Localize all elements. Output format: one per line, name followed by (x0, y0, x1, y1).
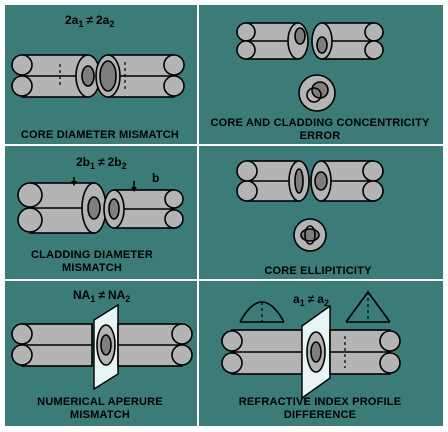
eq-numerical-aperture: NA1≠NA2 (73, 288, 130, 304)
concentricity-fibers (236, 22, 384, 112)
caption-ellipticity: CORE ELLIPITICITY (264, 265, 372, 277)
na-fibers (11, 303, 193, 391)
core-diameter-fibers (11, 54, 185, 98)
eq-core-diameter: 2a1≠2a2 (65, 13, 114, 29)
cladding-fibers (17, 177, 184, 234)
caption-refractive-line1: REFRACTIVE INDEX PROFILE (239, 396, 401, 408)
caption-cladding-line2: MISMATCH (62, 262, 122, 274)
eq-refractive-index: a1≠a2 (293, 292, 329, 308)
end-view-core-offset (311, 81, 329, 99)
small-core (81, 65, 95, 87)
caption-refractive-line2: DIFFERENCE (284, 409, 356, 421)
end-view-elliptical-core (300, 228, 320, 242)
caption-na-line1: NUMERICAL APERURE (37, 396, 163, 408)
caption-core-diameter: CORE DIAMETER MISMATCH (21, 129, 179, 141)
caption-cladding-line1: CLADDING DIAMETER (31, 249, 153, 261)
caption-concentricity-line1: CORE AND CLADDING CONCENTRICITY (210, 117, 430, 129)
refractive-fibers (221, 290, 401, 400)
large-core (99, 60, 117, 92)
label-b: b (152, 171, 159, 185)
caption-concentricity-line2: ERROR (300, 130, 341, 142)
caption-na-line2: MISMATCH (70, 409, 130, 421)
eq-cladding-diameter: 2b1≠2b2 (76, 155, 127, 171)
ellipticity-fibers (236, 160, 384, 252)
